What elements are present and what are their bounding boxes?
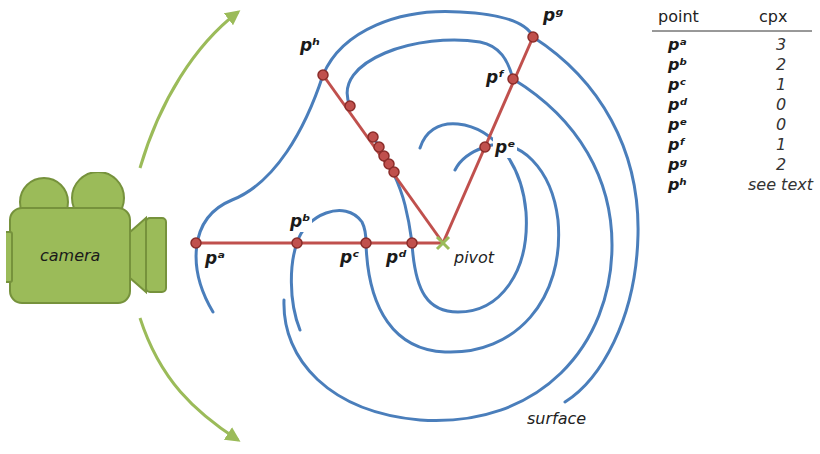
table-cell: 2 xyxy=(774,156,788,174)
table-cell: pʰ xyxy=(666,176,689,194)
intersection-points xyxy=(191,32,538,248)
camera-icon: camera xyxy=(6,172,170,307)
table-cell: see text xyxy=(746,176,815,194)
table-cell: 0 xyxy=(774,96,788,114)
point-label: pᵇ xyxy=(288,212,312,232)
point-label: pᵉ xyxy=(493,138,517,158)
table-cell: 1 xyxy=(774,76,788,94)
rays xyxy=(196,37,533,243)
node-label: camera xyxy=(40,246,100,265)
table-cell: 3 xyxy=(774,36,788,54)
point-label: pᵍ xyxy=(541,6,565,26)
table-cell: pᵉ xyxy=(666,116,689,134)
point-label: pᵈ xyxy=(384,248,408,268)
table-cell: pᶜ xyxy=(666,76,688,94)
point-label: pᶠ xyxy=(484,68,507,88)
table-cell: pᵈ xyxy=(666,96,689,114)
table-rule xyxy=(652,31,812,32)
table-cell: 1 xyxy=(774,136,788,154)
point-label: pᵃ xyxy=(203,249,227,269)
pivot-marker xyxy=(437,237,449,249)
table-cell: pᵃ xyxy=(666,36,689,54)
table-header: cpx xyxy=(757,8,789,26)
point-label: pᶜ xyxy=(338,248,361,268)
motion-arrow xyxy=(140,12,238,168)
point-label: pʰ xyxy=(298,36,322,56)
table-cell: pᵇ xyxy=(666,56,689,74)
pivot-label: pivot xyxy=(452,249,496,267)
surface-label: surface xyxy=(525,410,588,428)
motion-arrow xyxy=(140,318,238,440)
table-cell: pᵍ xyxy=(666,156,689,174)
surface-curves xyxy=(196,12,638,421)
table-header: point xyxy=(656,8,701,26)
table-cell: 2 xyxy=(774,56,788,74)
table-cell: 0 xyxy=(774,116,788,134)
table-cell: pᶠ xyxy=(666,136,687,154)
camera-shape xyxy=(6,172,170,307)
